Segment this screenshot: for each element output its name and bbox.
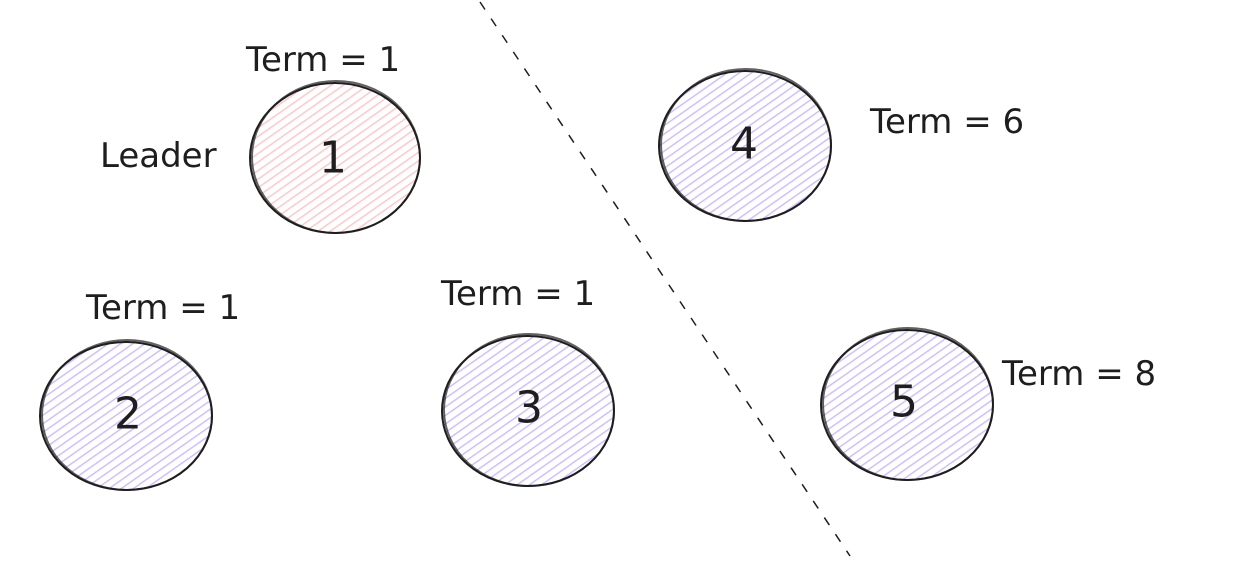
node-1-sketch-stroke bbox=[251, 80, 421, 234]
node-1-fill bbox=[250, 83, 420, 233]
node-5: 5 Term = 8 bbox=[820, 327, 1156, 481]
node-3-term: Term = 1 bbox=[440, 274, 595, 314]
node-3-sketch-stroke bbox=[443, 333, 615, 487]
node-2-fill bbox=[40, 342, 212, 490]
node-5-fill bbox=[821, 330, 993, 480]
node-1: 1 Term = 1 Leader bbox=[100, 40, 421, 234]
node-1-label: 1 bbox=[319, 133, 347, 184]
node-1-role: Leader bbox=[100, 136, 217, 176]
node-2-sketch-stroke bbox=[41, 339, 213, 491]
node-4-fill bbox=[659, 71, 831, 221]
node-5-label: 5 bbox=[890, 377, 918, 428]
node-3-label: 3 bbox=[515, 383, 543, 434]
node-4-term: Term = 6 bbox=[869, 102, 1024, 142]
node-2-label: 2 bbox=[114, 389, 142, 440]
node-4-label: 4 bbox=[730, 119, 758, 170]
node-2-term: Term = 1 bbox=[85, 288, 240, 328]
node-4: 4 Term = 6 bbox=[658, 68, 1024, 222]
node-3-fill bbox=[442, 336, 614, 486]
node-1-term: Term = 1 bbox=[245, 40, 400, 80]
node-5-sketch-stroke bbox=[822, 327, 994, 481]
node-2: 2 Term = 1 bbox=[39, 288, 240, 491]
node-3: 3 Term = 1 bbox=[440, 274, 615, 487]
node-5-term: Term = 8 bbox=[1001, 354, 1156, 394]
node-4-sketch-stroke bbox=[660, 68, 832, 222]
